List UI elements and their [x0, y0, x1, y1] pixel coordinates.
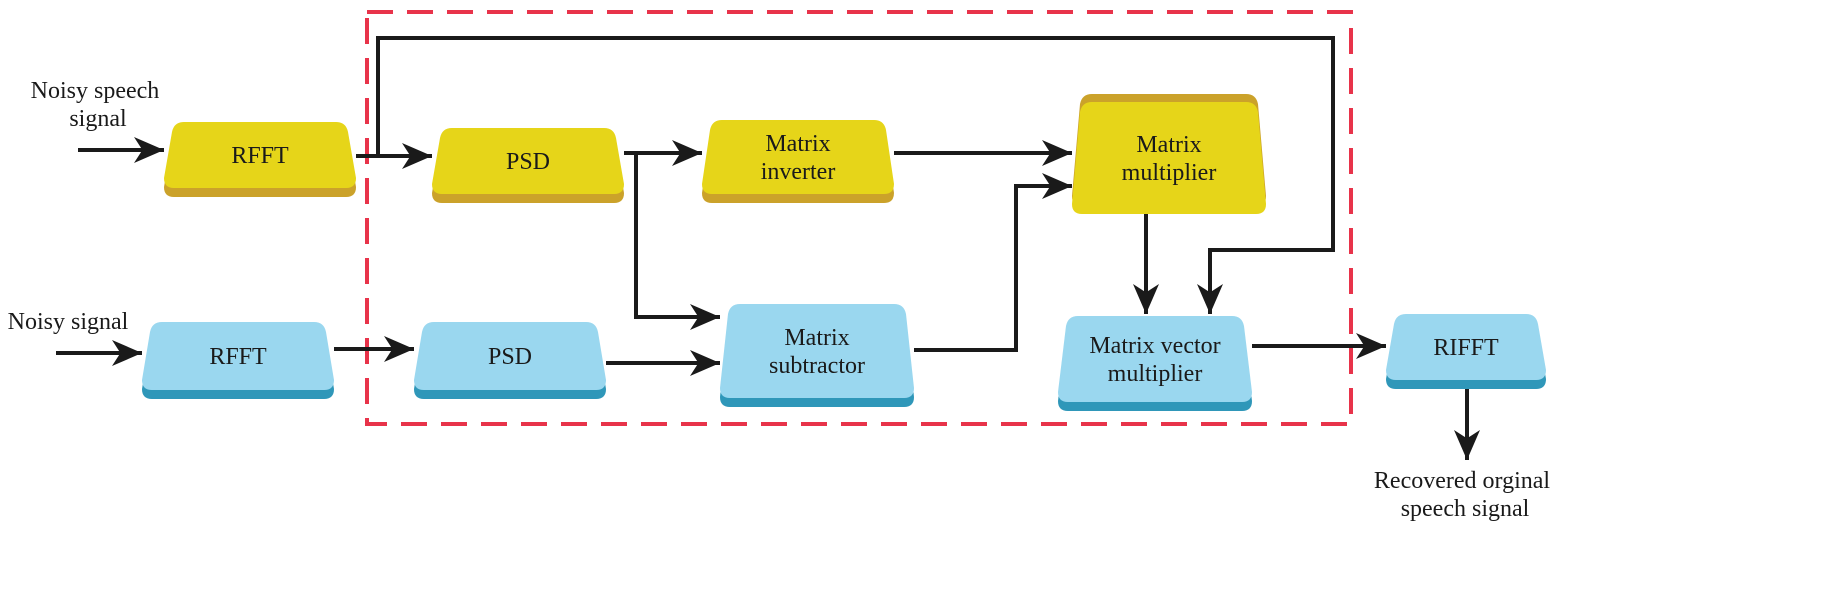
rifft-block: RIFFT [1386, 314, 1546, 389]
rfft-noise-block-label-line1: RFFT [209, 344, 267, 370]
rfft-noise-block-label: RFFT [209, 344, 267, 370]
rfft-noise-block: RFFT [142, 322, 334, 399]
wire-bypass-top [376, 36, 1335, 314]
wire-psd-to-subtractor-arrowhead [690, 304, 720, 330]
processing-boundary [365, 10, 1353, 426]
noisy-speech-label-line2: signal [69, 106, 127, 132]
wire-psd-noise-to-subtractor-arrowhead [690, 350, 720, 376]
output-label-line1: Recovered orginal [1374, 468, 1550, 494]
matrix-subtractor-block-label-line1: Matrix [784, 325, 849, 351]
rifft-block-label: RIFFT [1433, 335, 1499, 361]
rfft-speech-block: RFFT [164, 122, 356, 197]
psd-noise-block: PSD [414, 322, 606, 399]
matrix-vector-multiplier-block-face [1058, 316, 1252, 402]
wire-rfft-to-psd-noise-arrowhead [384, 336, 414, 362]
wire-rifft-out-arrowhead [1454, 430, 1480, 460]
rfft-noise-block-face [142, 322, 334, 390]
psd-speech-block-label-line1: PSD [506, 149, 550, 175]
matrix-multiplier-block-label-line1: Matrix [1136, 132, 1201, 158]
wire-psd-to-inverter-arrowhead [672, 140, 702, 166]
matrix-vector-multiplier-block-label-line2: multiplier [1108, 361, 1203, 387]
rfft-speech-block-label: RFFT [231, 143, 289, 169]
psd-speech-block-face [432, 128, 624, 194]
matrix-inverter-block-face [702, 120, 894, 194]
wire-subtractor-to-multiplier [914, 184, 1072, 352]
matrix-subtractor-block-face [720, 304, 914, 398]
psd-speech-block: PSD [432, 128, 624, 203]
psd-speech-block-label: PSD [506, 149, 550, 175]
rifft-block-label-line1: RIFFT [1433, 335, 1499, 361]
connection-wires [56, 36, 1480, 460]
wire-mvm-to-rifft-arrowhead [1356, 333, 1386, 359]
output-label-line2: speech signal [1401, 496, 1530, 522]
wire-rfft-to-psd-speech-arrowhead [402, 143, 432, 169]
matrix-multiplier-block-face [1072, 102, 1266, 214]
psd-noise-block-label: PSD [488, 344, 532, 370]
rfft-speech-block-label-line1: RFFT [231, 143, 289, 169]
output-label: Recovered orginal speech signal [1374, 468, 1556, 522]
matrix-multiplier-block-label-line2: multiplier [1122, 160, 1217, 186]
rfft-speech-block-face [164, 122, 356, 188]
matrix-inverter-block-label-line1: Matrix [765, 131, 830, 157]
wire-noisy-signal-in-arrowhead [112, 340, 142, 366]
wire-inverter-to-multiplier-arrowhead [1042, 140, 1072, 166]
psd-noise-block-face [414, 322, 606, 390]
wire-psd-to-subtractor [634, 153, 720, 319]
wire-multiplier-to-mvm-arrowhead [1133, 284, 1159, 314]
noisy-speech-label-line1: Noisy speech [31, 78, 160, 104]
matrix-inverter-block-label-line2: inverter [761, 159, 836, 185]
rifft-block-face [1386, 314, 1546, 380]
wire-bypass-top-arrowhead [1197, 284, 1223, 314]
noisy-signal-label: Noisy signal [8, 309, 129, 335]
matrix-subtractor-block-label-line2: subtractor [769, 353, 865, 379]
wire-subtractor-to-multiplier-arrowhead [1042, 173, 1072, 199]
psd-noise-block-label-line1: PSD [488, 344, 532, 370]
wire-noisy-speech-in-arrowhead [134, 137, 164, 163]
matrix-vector-multiplier-block-label-line1: Matrix vector [1089, 333, 1220, 359]
noisy-speech-label: Noisy speech signal [31, 78, 166, 132]
